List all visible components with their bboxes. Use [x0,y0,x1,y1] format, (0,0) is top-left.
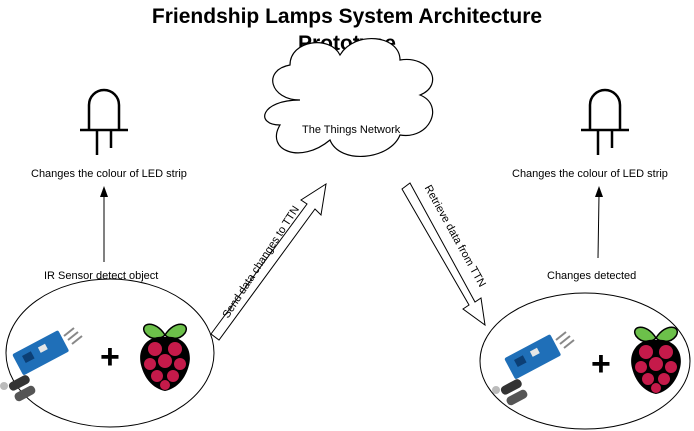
right-changes-caption: Changes detected [547,270,637,282]
left-sensor-caption: IR Sensor detect object [44,270,159,282]
cloud-label: The Things Network [302,124,401,136]
led-bulb-icon-right [579,88,631,157]
arrow-changes-to-led-right [595,186,603,259]
diagram-title-line1: Friendship Lamps System Architecture [151,5,543,28]
plus-sign-left: + [100,338,120,376]
arrow-sensor-to-led-left [100,186,108,262]
led-bulb-icon-left [78,88,130,157]
send-arrow [210,182,327,341]
ttn-cloud [264,38,433,158]
retrieve-arrow [401,182,486,327]
right-led-caption: Changes the colour of LED strip [512,168,668,180]
left-led-caption: Changes the colour of LED strip [31,168,187,180]
plus-sign-right: + [591,345,611,383]
